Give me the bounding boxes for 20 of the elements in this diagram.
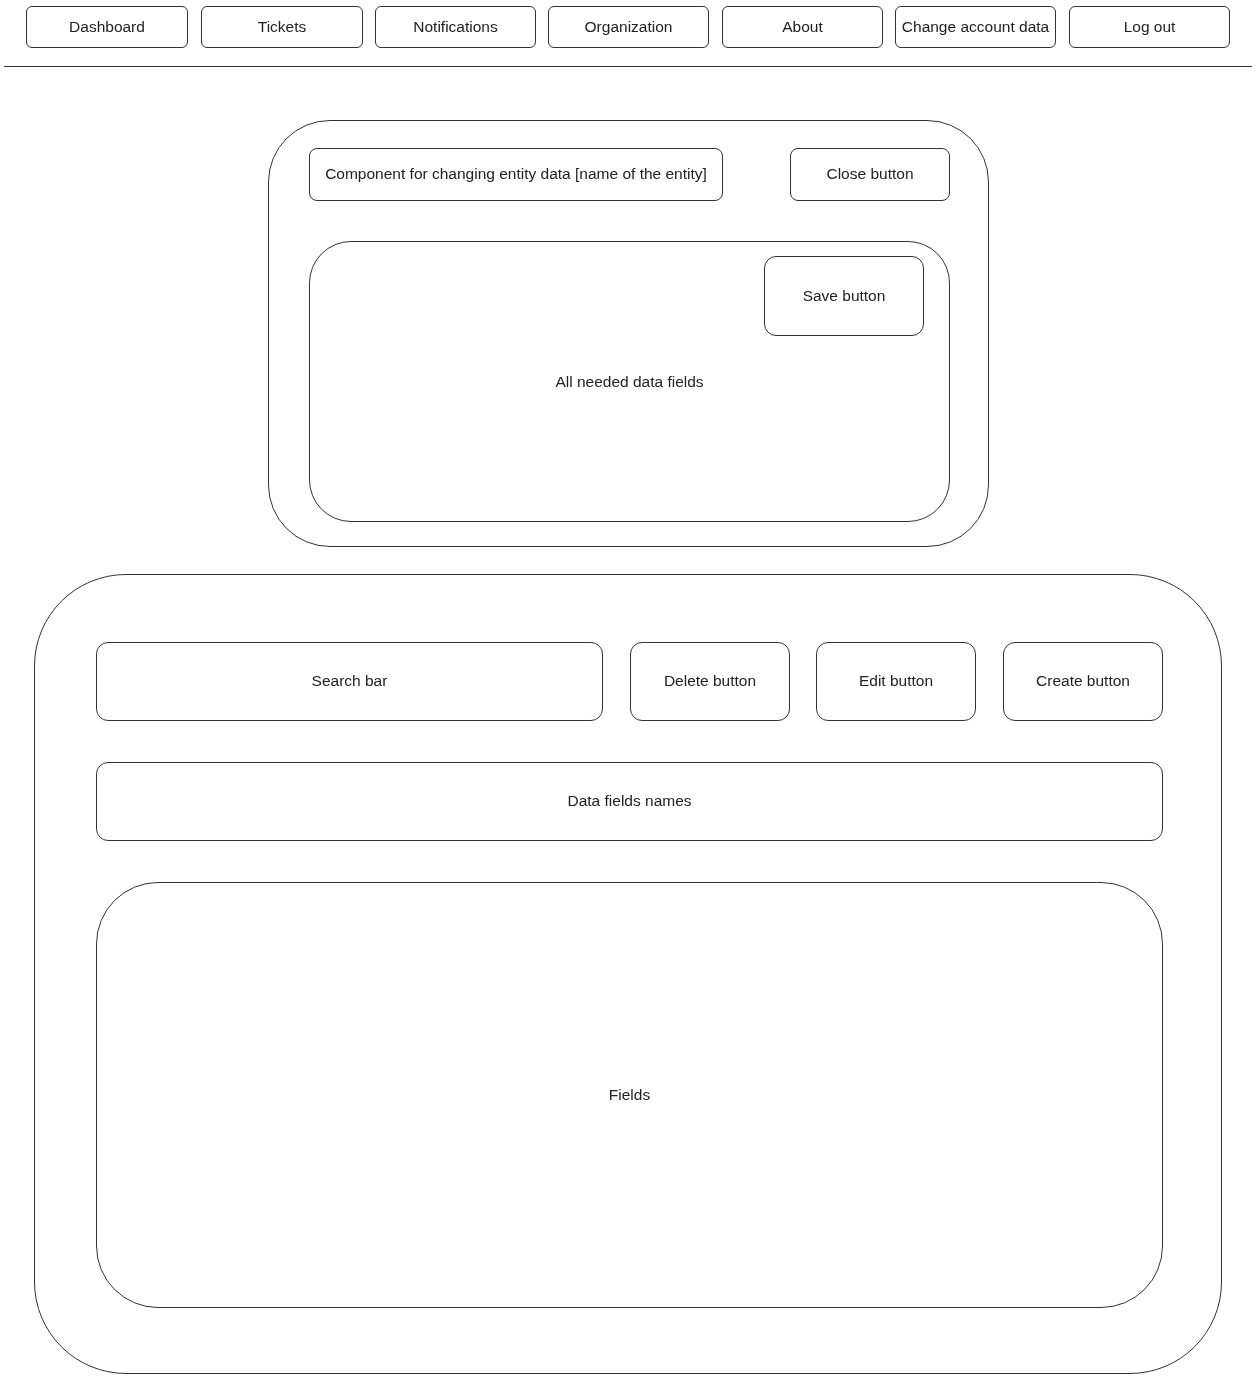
list-panel xyxy=(34,574,1222,1374)
nav-button: Notifications xyxy=(375,6,536,48)
search-bar: Search bar xyxy=(96,642,603,721)
modal-panel xyxy=(268,120,989,547)
form-panel xyxy=(309,241,950,522)
create-button: Create button xyxy=(1003,642,1163,721)
fields-panel: Fields xyxy=(96,882,1163,1308)
edit-button: Edit button xyxy=(816,642,976,721)
close-button: Close button xyxy=(790,148,950,201)
save-button: Save button xyxy=(764,256,924,336)
delete-button: Delete button xyxy=(630,642,790,721)
panel-label: All needed data fields xyxy=(554,372,705,392)
title-label: Component for changing entity data [name of the entity] xyxy=(309,148,723,201)
nav-button: About xyxy=(722,6,883,48)
nav-button: Dashboard xyxy=(26,6,188,48)
nav-button: Log out xyxy=(1069,6,1230,48)
column-header-bar: Data fields names xyxy=(96,762,1163,841)
nav-button: Tickets xyxy=(201,6,363,48)
nav-button: Change account data xyxy=(895,6,1056,48)
nav-button: Organization xyxy=(548,6,709,48)
